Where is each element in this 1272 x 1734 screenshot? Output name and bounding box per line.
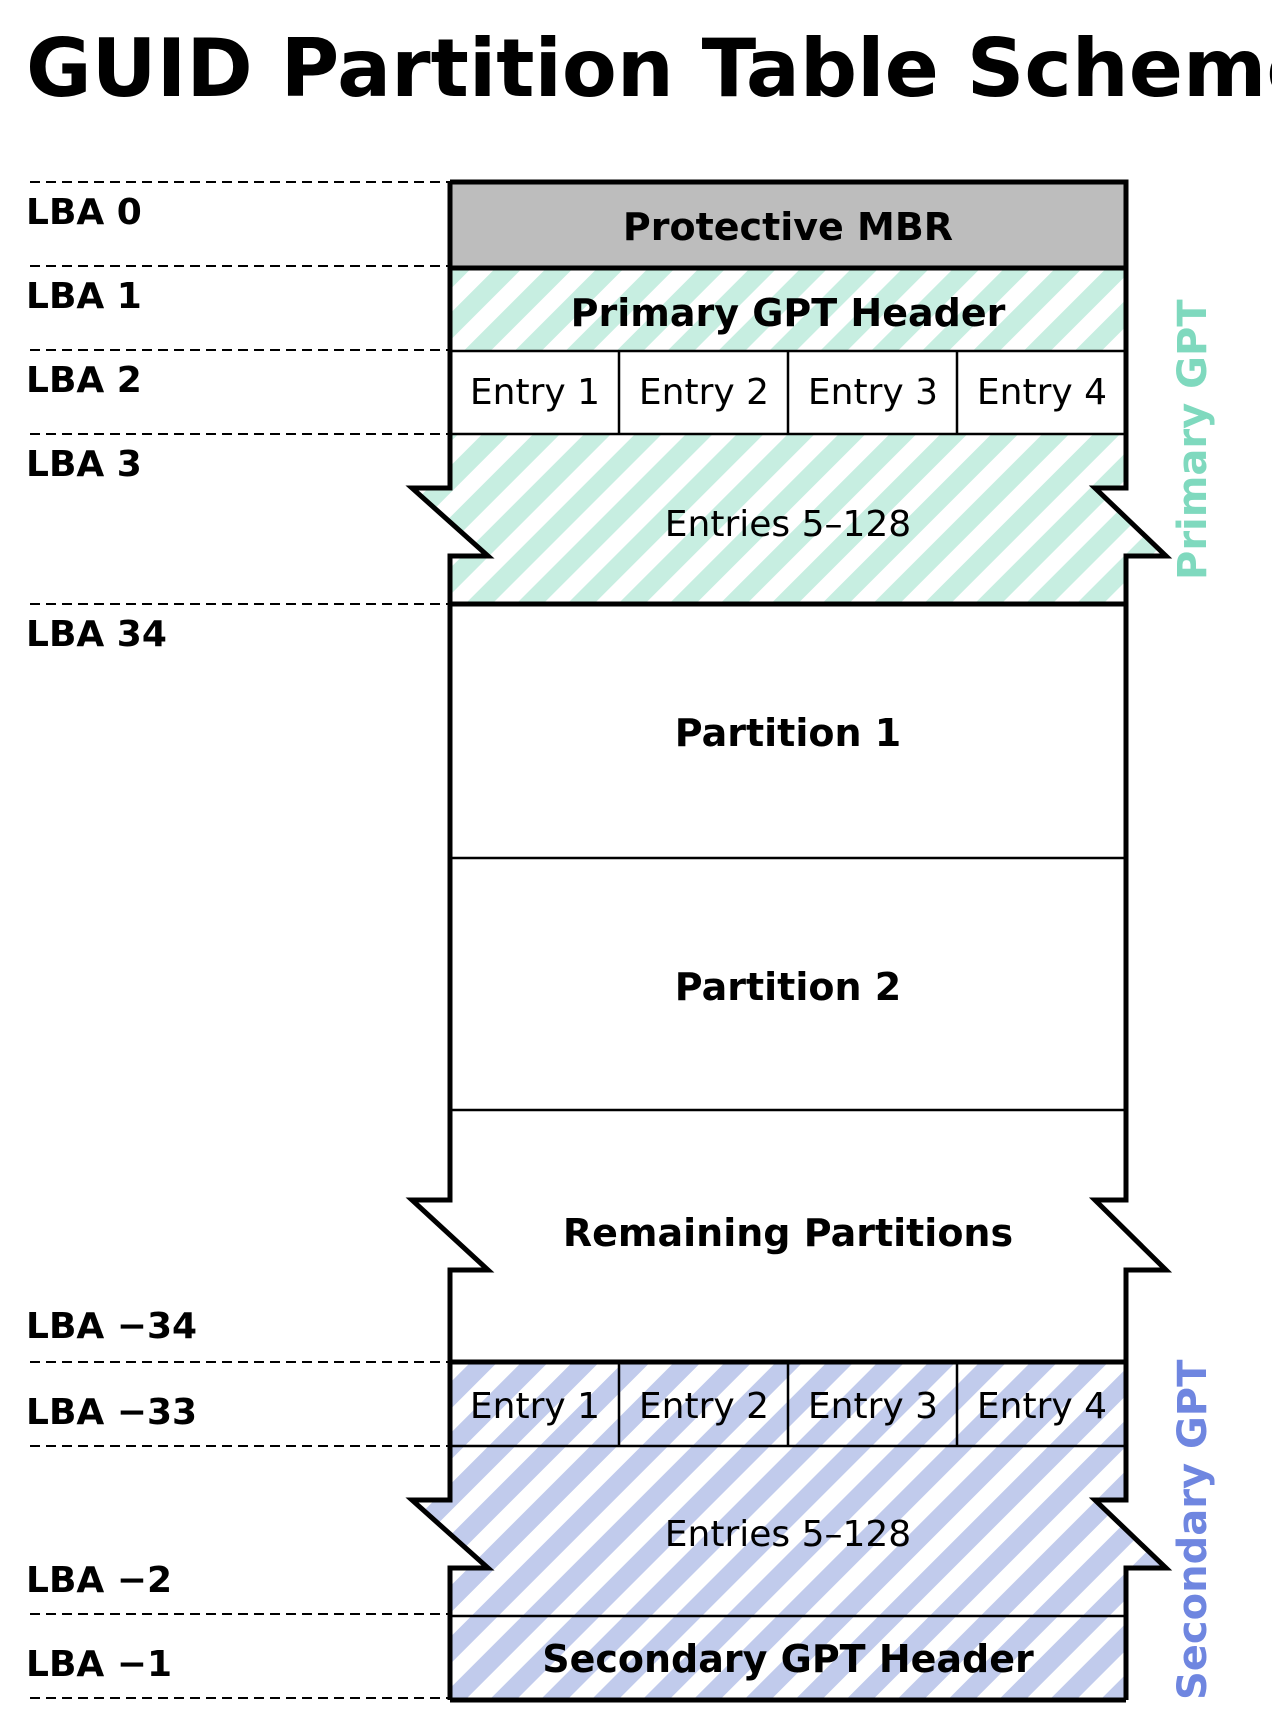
primary-entry-2: Entry 2 xyxy=(639,372,769,413)
lba-neg33-label: LBA −33 xyxy=(26,1392,197,1433)
primary-entry-4: Entry 4 xyxy=(977,372,1107,413)
protective-mbr-label: Protective MBR xyxy=(623,205,953,249)
primary-gpt-side-label: Primary GPT xyxy=(1170,299,1216,580)
remaining-partitions-label: Remaining Partitions xyxy=(563,1211,1013,1255)
secondary-entry-1: Entry 1 xyxy=(470,1386,600,1427)
primary-gpt-header-label: Primary GPT Header xyxy=(571,291,1006,335)
lba-34-label: LBA 34 xyxy=(26,614,167,655)
lba-neg1-label: LBA −1 xyxy=(26,1644,172,1685)
partition-1-label: Partition 1 xyxy=(675,711,901,755)
lba-2-label: LBA 2 xyxy=(26,360,142,401)
partition-2-label: Partition 2 xyxy=(675,965,901,1009)
primary-entry-1: Entry 1 xyxy=(470,372,600,413)
lba-neg2-label: LBA −2 xyxy=(26,1560,172,1601)
outer-outline xyxy=(405,179,1173,1703)
secondary-entries-row: Entry 1 Entry 2 Entry 3 Entry 4 xyxy=(450,1364,1126,1448)
lba-neg34-label: LBA −34 xyxy=(26,1306,197,1347)
secondary-entry-4: Entry 4 xyxy=(977,1386,1107,1427)
secondary-entry-2: Entry 2 xyxy=(639,1386,769,1427)
protective-mbr-block: Protective MBR xyxy=(450,184,1126,268)
secondary-gpt-header-label: Secondary GPT Header xyxy=(542,1637,1034,1681)
secondary-gpt-side-label: Secondary GPT xyxy=(1170,1359,1216,1700)
primary-entries-rest-label: Entries 5–128 xyxy=(665,504,911,545)
diagram-title: GUID Partition Table Scheme xyxy=(26,22,1272,115)
primary-entry-3: Entry 3 xyxy=(808,372,938,413)
primary-entries-row: Entry 1 Entry 2 Entry 3 Entry 4 xyxy=(450,349,1126,436)
lba-0-label: LBA 0 xyxy=(26,192,142,233)
secondary-entry-3: Entry 3 xyxy=(808,1386,938,1427)
secondary-entries-rest-label: Entries 5–128 xyxy=(665,1514,911,1555)
lba-1-label: LBA 1 xyxy=(26,276,142,317)
lba-3-label: LBA 3 xyxy=(26,444,142,485)
lba-boundary-lines xyxy=(30,181,450,1699)
